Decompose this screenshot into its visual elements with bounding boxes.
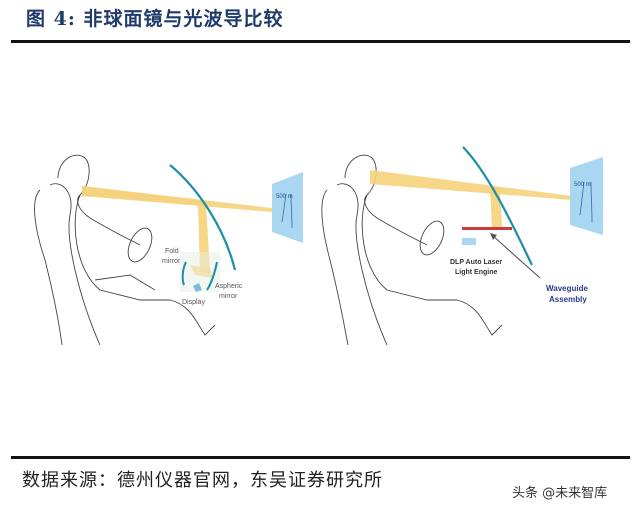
hud-distance-text: 500 m bbox=[574, 182, 591, 188]
aspheric-mirror-label-2: mirror bbox=[219, 293, 238, 300]
light-engine-icon bbox=[462, 238, 476, 245]
arrow-icon bbox=[490, 233, 497, 240]
right-panel-waveguide-hud: 500 m DLP Auto Laser Light Engine Wavegu… bbox=[321, 146, 603, 346]
fold-mirror-label-2: mirror bbox=[162, 258, 181, 265]
fold-mirror-label: Fold bbox=[165, 248, 179, 255]
source-note: 数据来源：德州仪器官网，东吴证券研究所 bbox=[22, 470, 383, 491]
light-engine-label: DLP Auto Laser bbox=[450, 259, 502, 266]
waveguide-label: Waveguide bbox=[546, 284, 588, 293]
windshield-icon bbox=[169, 164, 237, 271]
windshield-icon bbox=[462, 146, 533, 266]
hud-panel-icon bbox=[272, 172, 303, 243]
display-icon bbox=[193, 283, 202, 292]
top-divider bbox=[11, 40, 630, 43]
waveguide-bar-icon bbox=[462, 227, 512, 230]
hud-panel-icon bbox=[570, 157, 603, 235]
aspheric-mirror-icon bbox=[206, 261, 218, 291]
bottom-divider bbox=[11, 456, 630, 459]
light-engine-label-2: Light Engine bbox=[455, 269, 497, 276]
fold-mirror-icon bbox=[181, 261, 187, 286]
waveguide-label-2: Assembly bbox=[549, 295, 587, 304]
figure-title: 图 4: 非球面镜与光波导比较 bbox=[26, 8, 284, 30]
display-label: Display bbox=[182, 299, 205, 306]
hud-comparison-figure: 500 m Fold mirror Aspheric mirror Displa… bbox=[0, 130, 640, 360]
hud-distance-text: 500 m bbox=[276, 194, 293, 200]
left-panel-aspheric-mirror-hud: 500 m Fold mirror Aspheric mirror Displa… bbox=[34, 154, 303, 346]
aspheric-mirror-label: Aspheric bbox=[215, 283, 243, 290]
watermark: 头条 @未来智库 bbox=[512, 486, 608, 501]
